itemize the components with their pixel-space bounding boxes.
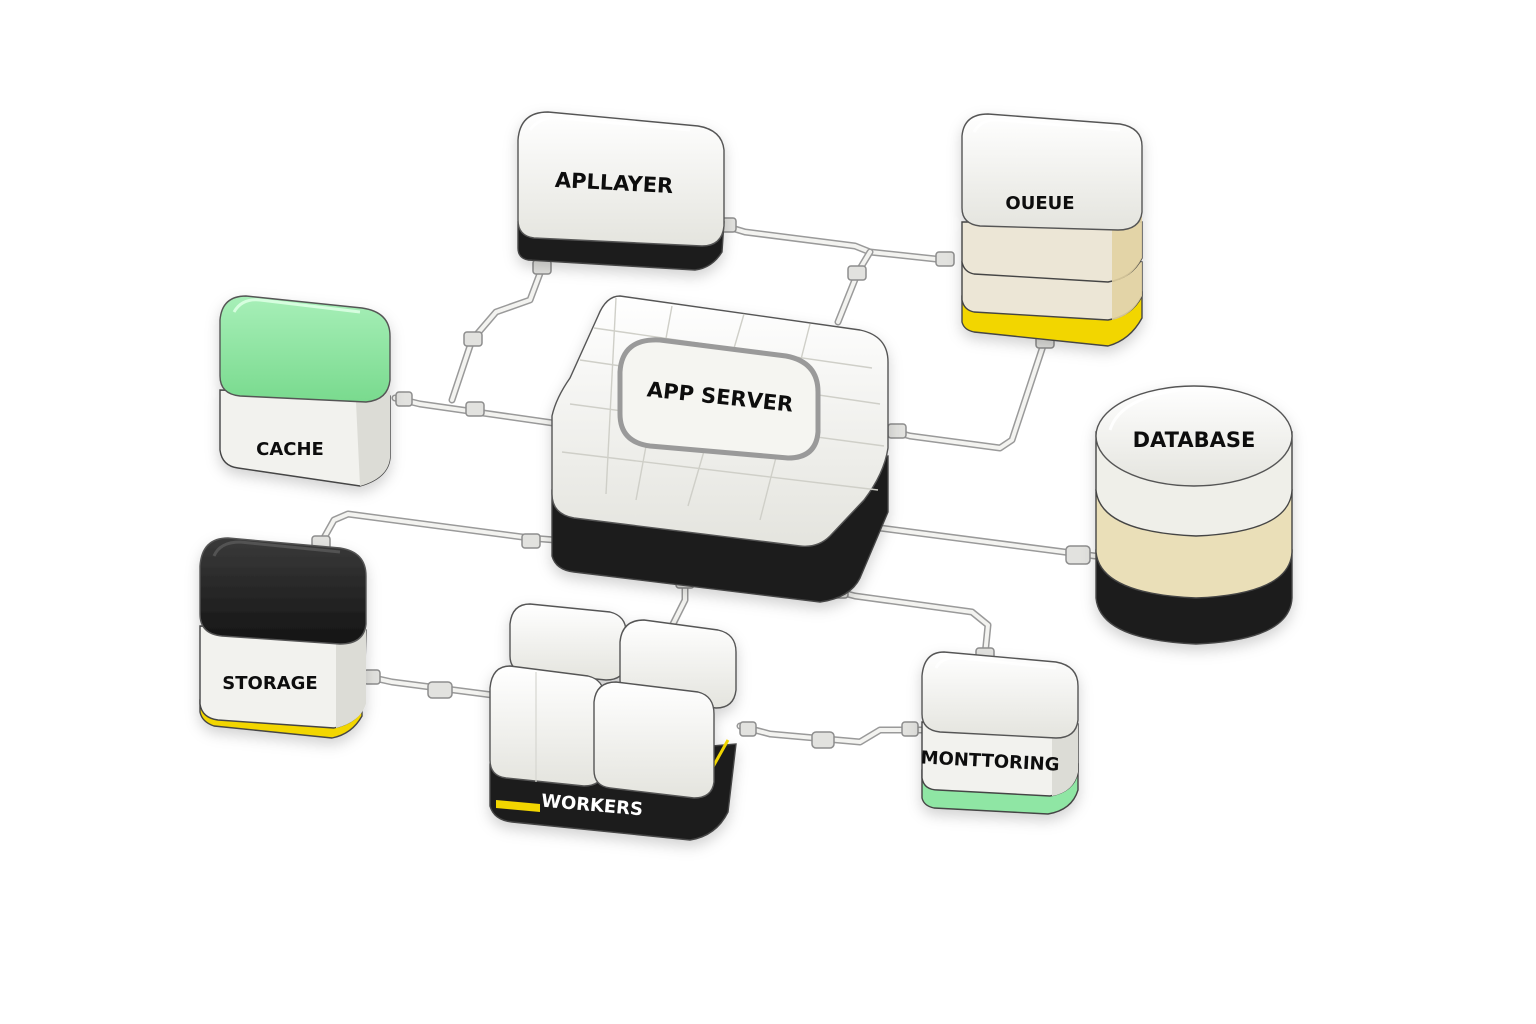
cache-label: CACHE (256, 439, 324, 460)
workers-tile-back-left (509, 603, 627, 681)
workers-tile-front-left (489, 665, 605, 787)
api-layer-top (517, 111, 725, 247)
connection-app-server-queue-side (884, 336, 1049, 452)
queue-top (961, 113, 1143, 231)
node-queue[interactable]: OUEUE (961, 113, 1143, 347)
cache-top (219, 295, 391, 403)
connection-app-server-to-monitoring (828, 586, 992, 659)
queue-label: OUEUE (1005, 193, 1074, 214)
node-cache[interactable]: CACHE (219, 295, 391, 487)
node-monitoring[interactable]: MONTTORING (920, 651, 1079, 815)
workers-yellow-accent (496, 800, 540, 812)
storage-top (199, 537, 367, 645)
connection-app-server-to-storage (316, 510, 559, 549)
node-storage[interactable]: STORAGE (199, 537, 367, 739)
connection-workers-to-monitoring (736, 722, 926, 746)
connection-app-server-to-queue (834, 248, 874, 326)
connection-app-server-to-database (858, 516, 1099, 560)
app-server-center-panel (617, 337, 821, 461)
node-api-layer[interactable]: APLLAYER (517, 111, 725, 271)
workers-tile-front-right (593, 681, 715, 799)
database-label: DATABASE (1133, 428, 1256, 452)
database-top-face (1095, 385, 1293, 487)
monitoring-top (921, 651, 1079, 739)
connection-api-layer-to-queue (721, 222, 949, 264)
node-workers[interactable]: WORKERS (489, 603, 737, 841)
connection-api-layer-to-cache (448, 264, 546, 404)
node-app-server[interactable]: APP SERVER (551, 295, 889, 603)
storage-label: STORAGE (222, 673, 317, 694)
node-database[interactable]: DATABASE (1095, 385, 1293, 645)
workers-tiles (489, 603, 737, 799)
